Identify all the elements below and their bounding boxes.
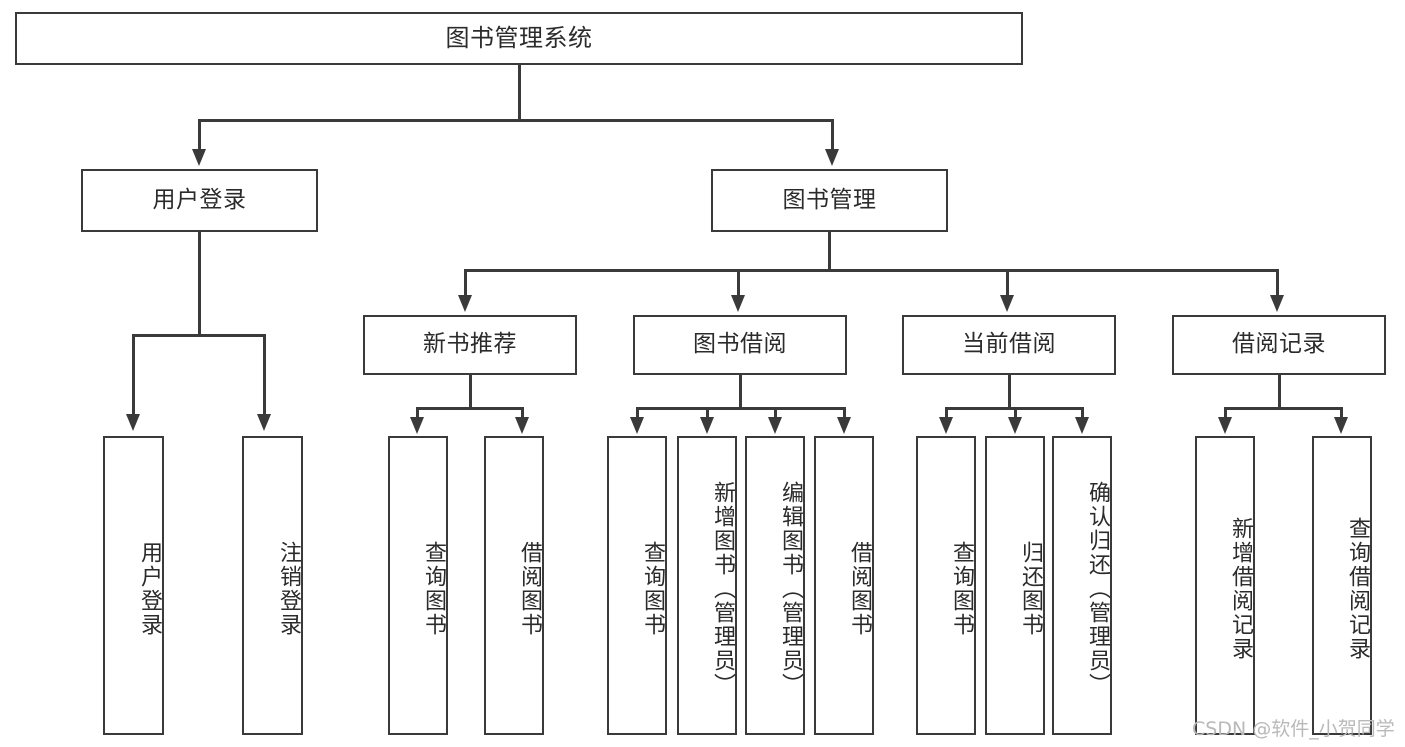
node-label: 确认归还（管理员） xyxy=(1085,480,1110,697)
arrowhead-new-book-to-leaf-1 xyxy=(410,417,424,434)
connector-borrow-record-to-leaf-2 xyxy=(1340,407,1343,419)
leaf-borrow-add-book-admin[interactable]: 新增图书（管理员） xyxy=(677,436,737,735)
node-label: 用户登录 xyxy=(152,186,247,213)
arrowhead-book-borrow-to-leaf-2 xyxy=(700,417,714,434)
node-label: 查询图书 xyxy=(640,540,665,637)
arrowhead-book-borrow-to-leaf-1 xyxy=(630,417,644,434)
leaf-borrow-edit-book-admin[interactable]: 编辑图书（管理员） xyxy=(745,436,805,735)
arrowhead-current-borrow-to-leaf-1 xyxy=(939,417,953,434)
node-label: 借阅图书 xyxy=(847,540,872,637)
node-book-management[interactable]: 图书管理 xyxy=(711,169,948,232)
connector-book-borrow-to-leaf-1 xyxy=(636,407,639,419)
node-label: 新增借阅记录 xyxy=(1228,516,1253,661)
arrowhead-current-borrow-to-leaf-2 xyxy=(1008,417,1022,434)
connector-borrow-record-bus xyxy=(1224,407,1342,410)
connector-book-manage-stem xyxy=(828,232,831,271)
connector-book-manage-to-new-book xyxy=(464,269,467,297)
connector-book-manage-to-borrow-record xyxy=(1276,269,1279,297)
node-book-borrow[interactable]: 图书借阅 xyxy=(633,315,847,375)
connector-current-borrow-to-leaf-3 xyxy=(1081,407,1084,419)
arrowhead-root-to-book-manage xyxy=(825,149,839,166)
node-user-login[interactable]: 用户登录 xyxy=(81,169,318,232)
arrowhead-book-borrow-to-leaf-3 xyxy=(768,417,782,434)
arrowhead-book-manage-to-book-borrow xyxy=(731,295,745,312)
node-label: 借阅图书 xyxy=(517,540,542,637)
connector-new-book-to-leaf-1 xyxy=(416,407,419,419)
node-label: 归还图书 xyxy=(1018,540,1043,637)
connector-new-book-bus xyxy=(416,407,523,410)
node-label: 新书推荐 xyxy=(423,331,517,358)
arrowhead-borrow-record-to-leaf-2 xyxy=(1334,417,1348,434)
leaf-record-query-borrow-record[interactable]: 查询借阅记录 xyxy=(1312,436,1372,735)
connector-book-borrow-bus xyxy=(636,407,845,410)
arrowhead-book-borrow-to-leaf-4 xyxy=(837,417,851,434)
arrowhead-book-manage-to-borrow-record xyxy=(1270,295,1284,312)
connector-book-borrow-to-leaf-3 xyxy=(774,407,777,419)
connector-current-borrow-stem xyxy=(1008,375,1011,409)
connector-user-login-stem xyxy=(198,232,201,336)
connector-borrow-record-stem xyxy=(1278,375,1281,409)
connector-new-book-to-leaf-2 xyxy=(521,407,524,419)
leaf-record-add-borrow-record[interactable]: 新增借阅记录 xyxy=(1195,436,1255,735)
connector-book-manage-to-book-borrow xyxy=(737,269,740,297)
leaf-current-return-book[interactable]: 归还图书 xyxy=(985,436,1045,735)
node-label: 查询图书 xyxy=(949,540,974,637)
leaf-new-book-query-book[interactable]: 查询图书 xyxy=(388,436,448,735)
node-label: 编辑图书（管理员） xyxy=(778,480,803,697)
connector-root-to-user-login xyxy=(198,119,201,151)
arrowhead-user-login-to-leaf-1 xyxy=(126,414,140,431)
node-root-book-management-system[interactable]: 图书管理系统 xyxy=(15,12,1023,65)
leaf-borrow-query-book[interactable]: 查询图书 xyxy=(607,436,667,735)
node-label: 当前借阅 xyxy=(962,331,1056,358)
connector-root-bus xyxy=(198,119,833,122)
node-label: 查询借阅记录 xyxy=(1345,516,1370,661)
node-borrow-record[interactable]: 借阅记录 xyxy=(1172,315,1386,375)
arrowhead-book-manage-to-current-borrow xyxy=(1000,295,1014,312)
connector-user-login-to-leaf-2 xyxy=(263,334,266,416)
leaf-logout[interactable]: 注销登录 xyxy=(242,436,303,735)
node-label: 用户登录 xyxy=(137,540,162,637)
connector-current-borrow-to-leaf-2 xyxy=(1014,407,1017,419)
node-current-borrow[interactable]: 当前借阅 xyxy=(902,315,1116,375)
connector-book-borrow-to-leaf-2 xyxy=(706,407,709,419)
connector-root-to-book-manage xyxy=(831,119,834,151)
arrowhead-new-book-to-leaf-2 xyxy=(515,417,529,434)
leaf-new-book-borrow-book[interactable]: 借阅图书 xyxy=(484,436,544,735)
node-label: 图书管理系统 xyxy=(445,24,593,53)
arrowhead-book-manage-to-new-book xyxy=(458,295,472,312)
connector-book-borrow-stem xyxy=(739,375,742,409)
connector-new-book-stem xyxy=(469,375,472,409)
connector-book-manage-bus xyxy=(464,269,1278,272)
leaf-current-confirm-return-admin[interactable]: 确认归还（管理员） xyxy=(1052,436,1112,735)
node-label: 新增图书（管理员） xyxy=(710,480,735,697)
connector-user-login-to-leaf-1 xyxy=(132,334,135,416)
node-new-book-recommendation[interactable]: 新书推荐 xyxy=(363,315,577,375)
connector-book-borrow-to-leaf-4 xyxy=(843,407,846,419)
arrowhead-root-to-user-login xyxy=(192,149,206,166)
node-label: 查询图书 xyxy=(421,540,446,637)
node-label: 图书借阅 xyxy=(693,331,787,358)
arrowhead-borrow-record-to-leaf-1 xyxy=(1218,417,1232,434)
connector-borrow-record-to-leaf-1 xyxy=(1224,407,1227,419)
leaf-user-login[interactable]: 用户登录 xyxy=(103,436,164,735)
arrowhead-user-login-to-leaf-2 xyxy=(257,414,271,431)
connector-user-login-bus xyxy=(132,334,265,337)
node-label: 借阅记录 xyxy=(1232,331,1326,358)
leaf-borrow-borrow-book[interactable]: 借阅图书 xyxy=(814,436,874,735)
connector-current-borrow-to-leaf-1 xyxy=(945,407,948,419)
arrowhead-current-borrow-to-leaf-3 xyxy=(1075,417,1089,434)
node-label: 图书管理 xyxy=(782,186,877,213)
connector-book-manage-to-current-borrow xyxy=(1006,269,1009,297)
connector-root-stem xyxy=(518,65,521,121)
leaf-current-query-book[interactable]: 查询图书 xyxy=(916,436,976,735)
node-label: 注销登录 xyxy=(276,540,301,637)
